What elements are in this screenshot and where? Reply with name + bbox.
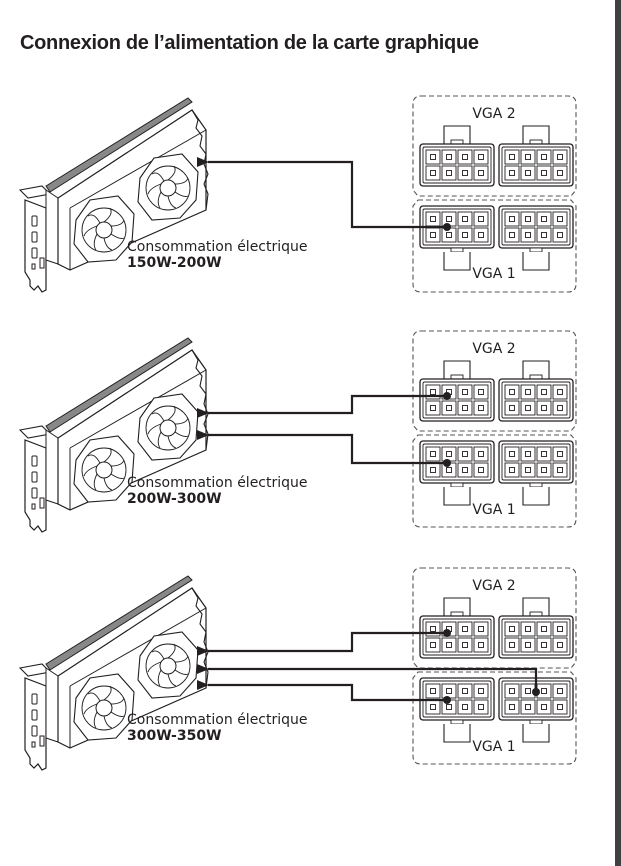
psu-connector-group bbox=[413, 331, 576, 527]
scrollbar[interactable] bbox=[615, 0, 621, 866]
section-3: VGA 2 VGA 1 bbox=[19, 568, 576, 771]
connection-dot bbox=[443, 223, 451, 231]
power-label-section-2: Consommation électrique 200W-300W bbox=[127, 475, 308, 507]
connection-dot bbox=[532, 688, 540, 696]
power-cable bbox=[197, 664, 538, 692]
vga-2-label: VGA 2 bbox=[472, 578, 515, 594]
power-cable bbox=[197, 680, 447, 702]
power-cable bbox=[197, 631, 447, 656]
connection-dot bbox=[443, 696, 451, 704]
power-consumption-label: Consommation électrique bbox=[127, 712, 308, 728]
section-1: VGA 2 VGA 1 bbox=[19, 96, 576, 293]
power-cable bbox=[197, 394, 447, 418]
psu-connector-group bbox=[413, 96, 576, 292]
vga-1-label: VGA 1 bbox=[472, 502, 515, 518]
vga-2-label: VGA 2 bbox=[472, 106, 515, 122]
vga-2-label: VGA 2 bbox=[472, 341, 515, 357]
power-range: 300W-350W bbox=[127, 728, 222, 744]
section-2: VGA 2 VGA 1 bbox=[19, 331, 576, 533]
psu-connector-group bbox=[413, 568, 576, 764]
vga-1-label: VGA 1 bbox=[472, 266, 515, 282]
power-label-section-3: Consommation électrique 300W-350W bbox=[127, 712, 308, 744]
power-range: 150W-200W bbox=[127, 255, 222, 271]
power-cable bbox=[197, 157, 447, 229]
connection-dot bbox=[443, 392, 451, 400]
power-consumption-label: Consommation électrique bbox=[127, 239, 308, 255]
power-cable bbox=[197, 430, 447, 465]
power-consumption-label: Consommation électrique bbox=[127, 475, 308, 491]
connection-dot bbox=[443, 629, 451, 637]
power-label-section-1: Consommation électrique 150W-200W bbox=[127, 239, 308, 271]
connection-dot bbox=[443, 459, 451, 467]
power-range: 200W-300W bbox=[127, 491, 222, 507]
page-title: Connexion de l’alimentation de la carte … bbox=[20, 32, 479, 54]
vga-1-label: VGA 1 bbox=[472, 739, 515, 755]
